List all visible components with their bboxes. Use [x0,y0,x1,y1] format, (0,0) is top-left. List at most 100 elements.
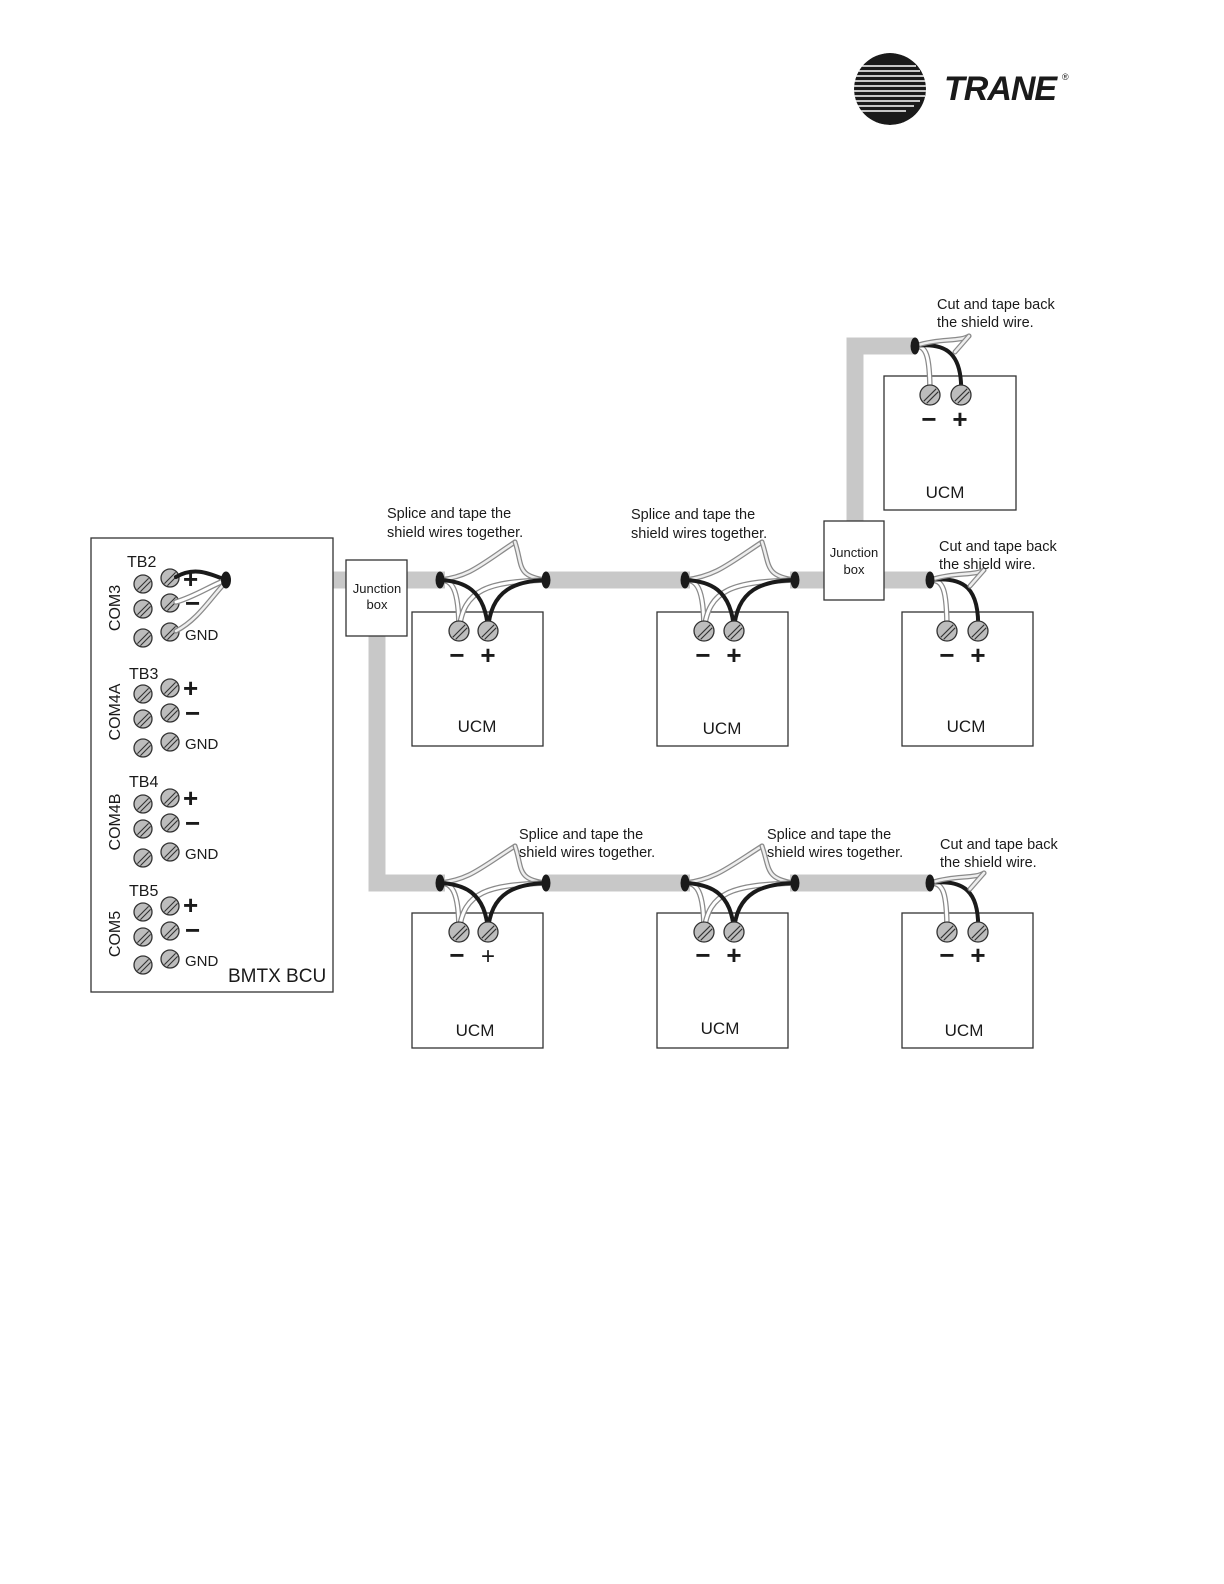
splice-connection [680,539,800,634]
terminal-screw-icon [133,848,153,868]
terminal-screw-icon [133,709,153,729]
splice-connection [435,843,551,935]
terminal-screw-icon [723,620,745,642]
junction-box-label-line1: Junction [353,581,401,596]
terminal-screw-icon [967,620,989,642]
ucm-label: UCM [456,1021,495,1040]
terminal-screw-icon [160,813,180,833]
ucm-box [901,611,1034,747]
registered-mark: ® [1062,72,1069,82]
junction-box-label-line1: Junction [830,545,878,560]
terminal-screw-icon [133,599,153,619]
ucm-box [901,912,1034,1049]
terminal-screw-icon [133,684,153,704]
terminal-screw-icon [133,927,153,947]
ucm-terminal-screws [448,384,989,943]
ucm-box [883,375,1017,511]
terminal-screw-icon [936,620,958,642]
cable-upper-branch [846,337,915,521]
ucm-label: UCM [458,717,497,736]
ucm-box [411,611,544,747]
junction-box-label-line2: box [844,562,865,577]
splice-note-line2: shield wires together. [519,845,655,861]
terminal-screw-icon [133,902,153,922]
ucm-minus-label: − [939,940,954,970]
splice-note-line1: Splice and tape the [767,827,891,843]
splice-note-line1: Splice and tape the [387,506,511,522]
ucm-label: UCM [701,1019,740,1038]
bmtx-bcu-panel: BMTX BCU TB2 COM3 TB3 COM4A TB4 COM4B TB… [90,537,334,993]
cut-note-line2: the shield wire. [940,855,1037,871]
ucm-label: UCM [926,483,965,502]
cable-bottom-row [368,636,930,892]
junction-box-2: Junction box [823,520,885,601]
cut-note-line1: Cut and tape back [937,297,1055,313]
com-port-label: COM5 [107,911,124,957]
ucm-plus-label: + [970,940,985,970]
junction-box-label-line2: box [367,597,388,612]
terminal-screw-icon [160,842,180,862]
ucm-box [656,611,789,747]
ucm-wire-connections [435,333,987,935]
terminal-group-com5: TB5 COM5 [107,883,158,957]
terminal-group-com3: TB2 COM3 [107,554,156,631]
ucm-plus-label: + [480,640,495,670]
cut-note-line1: Cut and tape back [940,837,1058,853]
ucm-units: UCM UCM UCM UCM UCM UCM UCM − + − + − + … [411,375,1034,1049]
terminal-screw-icon [133,738,153,758]
terminal-screw-icon [133,574,153,594]
cut-note-line2: the shield wire. [937,315,1034,331]
ucm-plus-label: + [726,640,741,670]
splice-note-line2: shield wires together. [767,845,903,861]
terminal-group-com4a: TB3 COM4A [107,666,158,740]
terminal-block-label: TB3 [129,666,158,683]
terminal-screw-icon [477,620,499,642]
end-of-line-connection [925,567,987,634]
gnd-label: GND [185,627,219,644]
ucm-plus-label: + [952,404,967,434]
terminal-screw-icon [133,628,153,648]
terminal-block-label: TB5 [129,883,158,900]
terminal-group-com4b: TB4 COM4B [107,774,158,850]
ucm-box [656,912,789,1049]
trane-wordmark: TRANE [944,70,1058,108]
splice-note-line1: Splice and tape the [631,507,755,523]
bcu-terminal-screws [133,568,180,975]
ucm-box [411,912,544,1049]
annotation-notes: Cut and tape back the shield wire. Splic… [387,297,1058,871]
terminal-screw-icon [160,788,180,808]
ucm-minus-label: − [939,640,954,670]
bcu-outline [90,537,334,993]
terminal-screw-icon [967,921,989,943]
terminal-screw-icon [160,703,180,723]
splice-note-line2: shield wires together. [631,526,767,542]
ucm-label: UCM [703,719,742,738]
terminal-screw-icon [919,384,941,406]
ucm-plus-label: + [970,640,985,670]
ucm-plus-label: + [726,940,741,970]
plus-label: + [183,783,198,813]
terminal-screw-icon [133,955,153,975]
minus-label: − [185,698,200,728]
plus-label: + [183,890,198,920]
minus-label: − [185,915,200,945]
terminal-screw-icon [160,678,180,698]
com-port-label: COM4B [107,794,124,851]
gnd-label: GND [185,846,219,863]
cut-note-line1: Cut and tape back [939,539,1057,555]
terminal-screw-icon [477,921,499,943]
splice-note-line2: shield wires together. [387,525,523,541]
terminal-screw-icon [693,620,715,642]
bcu-tb2-wires [173,569,231,634]
ucm-minus-label: − [695,640,710,670]
terminal-screw-icon [693,921,715,943]
gnd-label: GND [185,953,219,970]
com-port-label: COM3 [107,585,124,631]
bcu-label: BMTX BCU [228,966,326,987]
terminal-screw-icon [950,384,972,406]
ucm-minus-label: − [921,404,936,434]
cut-note-line2: the shield wire. [939,557,1036,573]
ucm-minus-label: − [449,940,464,970]
terminal-screw-icon [448,620,470,642]
